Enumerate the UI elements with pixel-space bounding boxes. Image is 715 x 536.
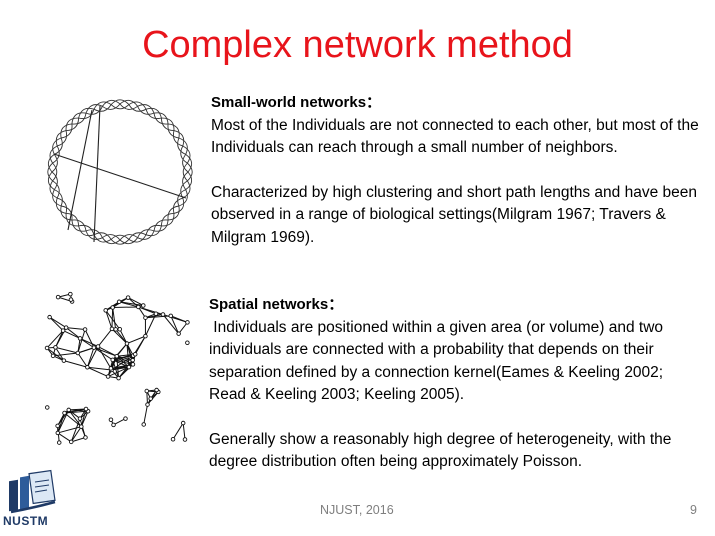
small-world-paragraph-2: Characterized by high clustering and sho…: [211, 183, 697, 246]
small-world-network-diagram: [47, 99, 193, 245]
small-world-paragraph-1: Most of the Individuals are not connecte…: [211, 116, 699, 157]
footer-center: NJUST, 2016: [320, 503, 394, 517]
spatial-section: Spatial networks： Individuals are positi…: [209, 294, 699, 474]
spatial-network-diagram: [44, 291, 190, 445]
logo-text: NUSTM: [3, 514, 49, 528]
nustm-logo-icon: [9, 469, 56, 514]
slide-title: Complex network method: [142, 24, 573, 66]
small-world-section: Small-world networks： Most of the Indivi…: [211, 92, 701, 249]
page-number: 9: [690, 503, 697, 517]
small-world-heading: Small-world networks：: [211, 94, 382, 111]
spatial-heading: Spatial networks：: [209, 296, 344, 313]
spatial-paragraph-1: Individuals are positioned within a give…: [209, 318, 664, 404]
spatial-paragraph-2: Generally show a reasonably high degree …: [209, 430, 672, 471]
